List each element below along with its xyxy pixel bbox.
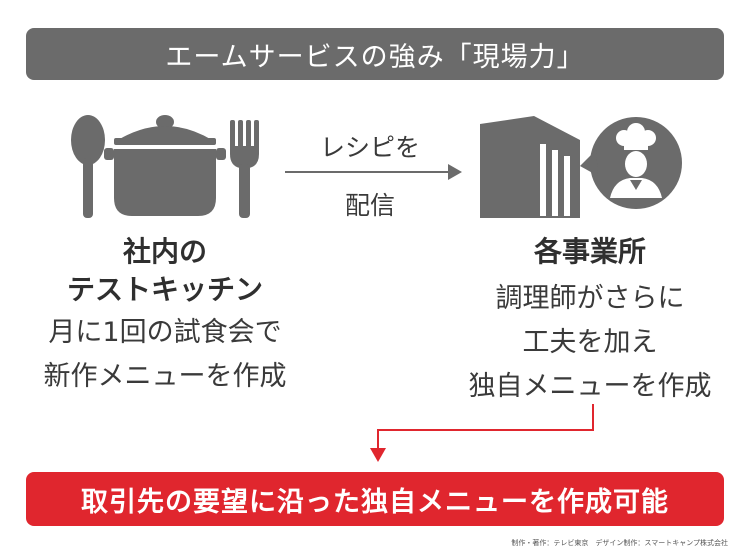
left-desc-line2: 新作メニューを作成 bbox=[43, 361, 287, 392]
right-desc-line2: 工夫を加え bbox=[522, 327, 658, 358]
left-heading-line2: テストキッチン bbox=[66, 273, 263, 306]
page-title: エームサービスの強み「現場力」 bbox=[165, 41, 585, 73]
credit-text: 制作・著作：テレビ東京 デザイン制作：スマートキャンプ株式会社 bbox=[511, 539, 728, 547]
left-desc-line1: 月に1回の試食会で bbox=[48, 317, 282, 348]
arrow-label-top: レシピを bbox=[319, 133, 420, 162]
conclusion-text: 取引先の要望に沿った独自メニューを作成可能 bbox=[81, 486, 669, 518]
result-arrow bbox=[370, 404, 594, 462]
building-icon bbox=[480, 116, 580, 218]
arrow-label-bottom: 配信 bbox=[344, 191, 395, 220]
fork-icon bbox=[230, 120, 259, 218]
spoon-icon bbox=[71, 115, 105, 218]
distribution-arrow bbox=[285, 164, 462, 180]
chef-icon bbox=[580, 117, 682, 209]
conclusion-banner: 取引先の要望に沿った独自メニューを作成可能 bbox=[26, 472, 724, 526]
title-banner: エームサービスの強み「現場力」 bbox=[26, 28, 724, 80]
pot-icon bbox=[104, 115, 226, 216]
right-desc-line3: 独自メニューを作成 bbox=[468, 371, 712, 402]
left-heading-line1: 社内の bbox=[122, 235, 207, 268]
right-desc-line1: 調理師がさらに bbox=[495, 283, 685, 314]
right-heading: 各事業所 bbox=[533, 235, 646, 268]
